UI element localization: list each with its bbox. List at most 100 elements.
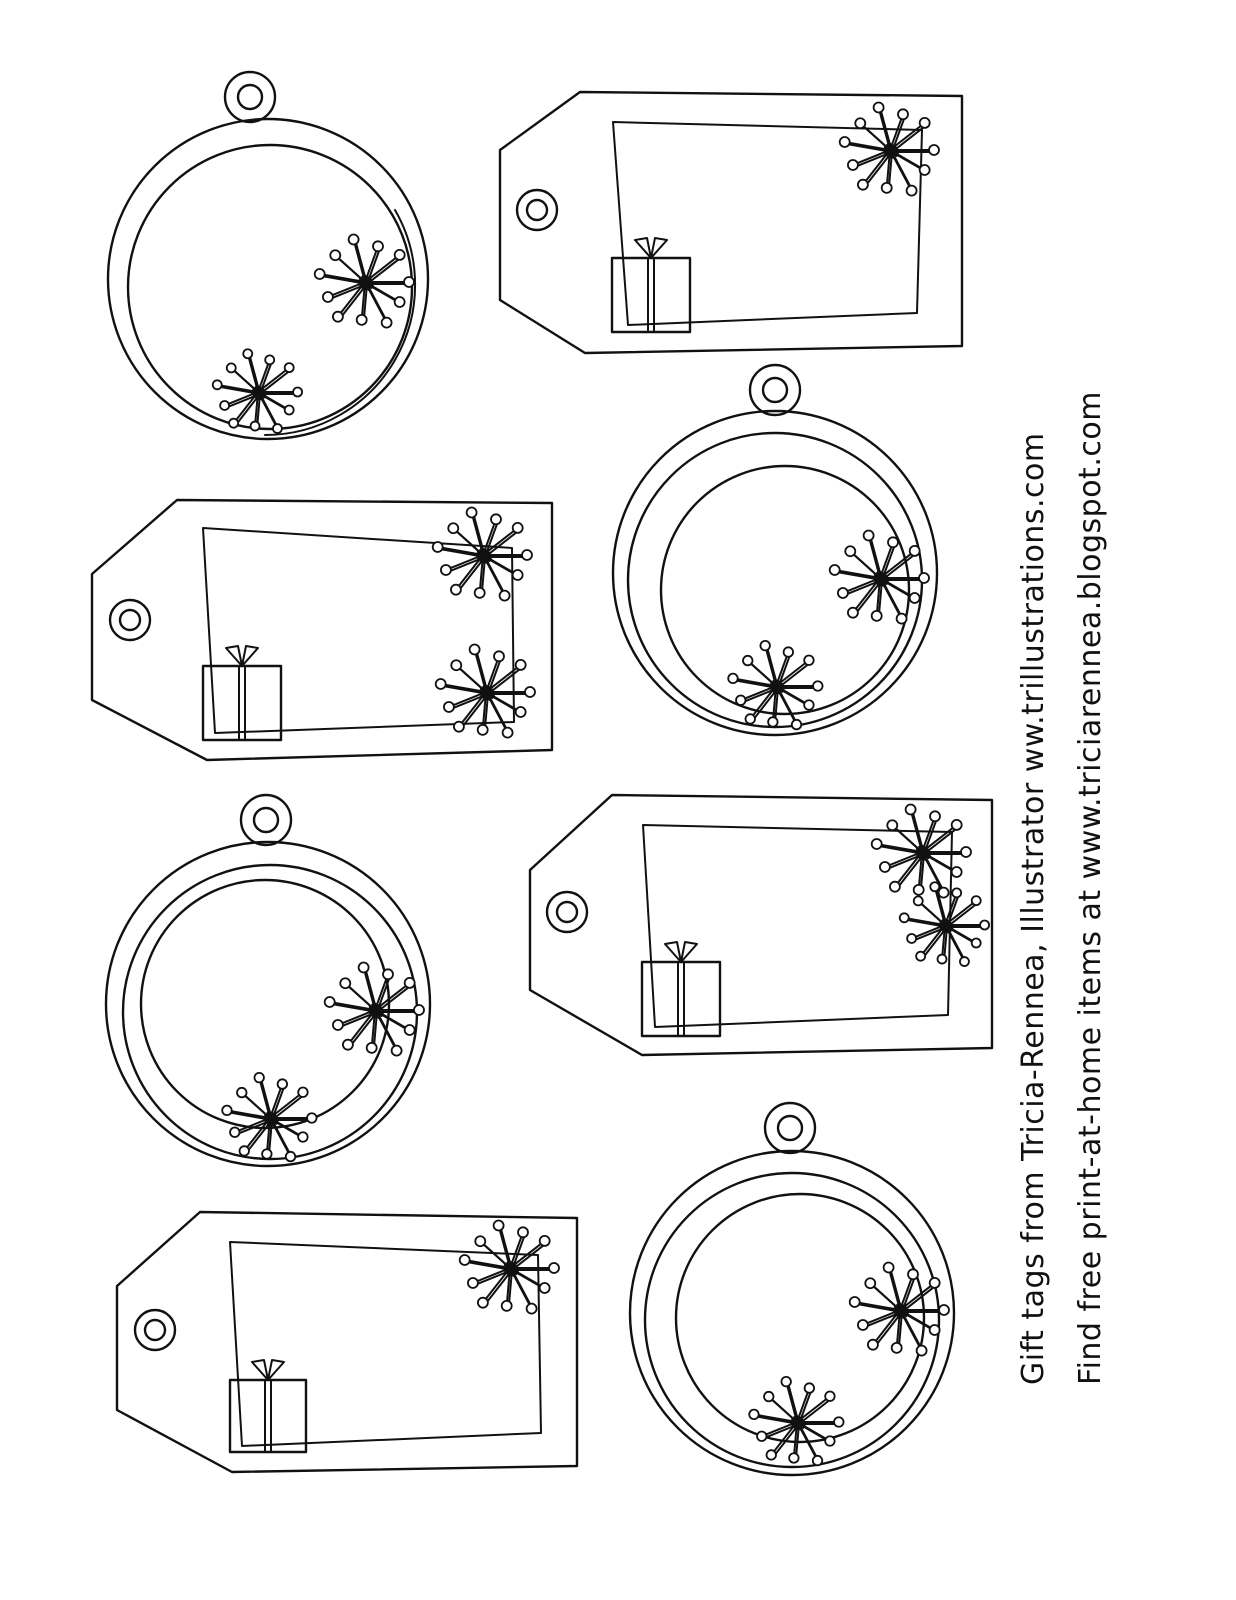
gift-box-icon bbox=[201, 645, 283, 742]
gift-bow bbox=[634, 237, 652, 259]
snowflake-tip bbox=[284, 1150, 297, 1163]
snowflake-tip bbox=[313, 268, 326, 280]
gift-bow bbox=[225, 645, 243, 667]
snowflake-tip bbox=[372, 240, 384, 253]
snowflake-tip bbox=[864, 1277, 877, 1290]
snowflake-tip bbox=[928, 144, 940, 156]
snowflake-tip bbox=[788, 1452, 800, 1464]
snowflake-tip bbox=[897, 108, 909, 121]
snowflake-tip bbox=[870, 838, 883, 850]
tag-hole-ring bbox=[133, 1308, 177, 1352]
snowflake-tip bbox=[880, 181, 893, 194]
snowflake-tip bbox=[912, 895, 924, 907]
snowflake-tip bbox=[297, 1131, 309, 1143]
snowflake-icon bbox=[870, 803, 972, 899]
snowflake-arm bbox=[352, 238, 368, 289]
snowflake-tip bbox=[253, 1071, 265, 1084]
snowflake-tip bbox=[249, 420, 261, 432]
snowflake-tip bbox=[889, 880, 901, 893]
tag-hole-icon bbox=[143, 1318, 167, 1342]
snowflake-tip bbox=[490, 513, 502, 526]
snowflake-tip bbox=[908, 545, 921, 557]
round-tag-2 bbox=[611, 363, 939, 737]
outer-ring bbox=[611, 409, 939, 737]
hanging-loop bbox=[239, 793, 293, 847]
snowflake-tip bbox=[450, 659, 463, 672]
snowflake-tip bbox=[477, 1296, 489, 1309]
snowflake-tip bbox=[221, 1104, 233, 1117]
snowflake-tip bbox=[742, 654, 754, 667]
snowflake-tip bbox=[219, 400, 231, 411]
snowflake-tip bbox=[403, 977, 416, 989]
snowflake-arm bbox=[867, 534, 883, 585]
snowflake-tip bbox=[915, 950, 927, 962]
snowflake-tip bbox=[936, 953, 948, 965]
snowflake-tip bbox=[759, 639, 771, 652]
snowflake-tip bbox=[824, 1435, 836, 1447]
snowflake-arm bbox=[318, 273, 372, 285]
snowflake-icon bbox=[848, 1261, 950, 1357]
snowflake-tip bbox=[283, 362, 295, 374]
gift-bow bbox=[267, 1359, 285, 1381]
hanging-loop bbox=[748, 363, 802, 417]
snowflake-icon bbox=[898, 881, 990, 967]
tag-outline bbox=[115, 1210, 579, 1474]
snowflake-tip bbox=[882, 1261, 895, 1274]
snowflake-tip bbox=[450, 583, 462, 596]
snowflake-arm bbox=[246, 352, 261, 399]
snowflake-tip bbox=[297, 1086, 309, 1098]
snowflake-tip bbox=[468, 643, 481, 656]
snowflake-tip bbox=[538, 1235, 551, 1247]
snowflake-arm bbox=[497, 1224, 513, 1275]
snowflake-tip bbox=[517, 1226, 529, 1239]
rect-tag-2 bbox=[90, 498, 554, 762]
snowflake-tip bbox=[476, 723, 489, 736]
hanging-loop bbox=[223, 70, 277, 124]
snowflake-tip bbox=[474, 1235, 487, 1248]
snowflake-tip bbox=[748, 1408, 760, 1421]
snowflake-tip bbox=[847, 606, 859, 619]
snowflake-arm bbox=[477, 526, 519, 560]
snowflake-tip bbox=[918, 572, 930, 584]
round-tag-3 bbox=[104, 793, 432, 1168]
snowflake-tip bbox=[756, 1430, 768, 1442]
snowflake-icon bbox=[838, 101, 940, 197]
snowflake-tip bbox=[225, 362, 237, 374]
snowflake-tip bbox=[979, 919, 990, 931]
snowflake-arm bbox=[470, 511, 486, 562]
snowflake-arm-echo bbox=[361, 255, 403, 289]
snowflake-tip bbox=[908, 592, 921, 604]
snowflake-tip bbox=[918, 117, 931, 129]
hanging-loop bbox=[763, 1101, 817, 1155]
writing-frame bbox=[202, 527, 515, 734]
snowflake-tip bbox=[447, 522, 460, 535]
tag-outline bbox=[528, 793, 994, 1057]
snowflake-arm-echo bbox=[371, 983, 413, 1017]
snowflake-arm bbox=[875, 843, 929, 855]
outer-ring bbox=[628, 1149, 956, 1477]
snowflake-tip bbox=[548, 1262, 560, 1274]
snowflake-tip bbox=[838, 136, 851, 148]
snowflake-arm-echo bbox=[479, 528, 521, 562]
writing-frame bbox=[612, 121, 923, 326]
snowflake-tip bbox=[238, 1145, 250, 1157]
snowflake-tip bbox=[959, 956, 970, 967]
snowflake-arm bbox=[874, 549, 916, 583]
snowflake-icon bbox=[221, 1071, 318, 1163]
snowflake-tip bbox=[498, 589, 511, 602]
snowflake-tip bbox=[950, 866, 963, 878]
snowflake-tip bbox=[872, 101, 885, 114]
snowflake-tip bbox=[928, 1277, 941, 1289]
snowflake-arm bbox=[473, 648, 489, 699]
snowflake-tip bbox=[380, 316, 393, 329]
snowflake-arm bbox=[328, 1001, 382, 1013]
snowflake-tip bbox=[276, 1078, 288, 1090]
writing-frame bbox=[642, 824, 953, 1028]
snowflake-tip bbox=[501, 726, 514, 739]
snowflake-tip bbox=[803, 699, 815, 711]
snowflake-tip bbox=[339, 977, 352, 990]
snowflake-tip bbox=[812, 680, 824, 692]
snowflake-tip bbox=[211, 379, 223, 391]
snowflake-tip bbox=[907, 1268, 919, 1281]
snowflake-icon bbox=[727, 639, 824, 731]
